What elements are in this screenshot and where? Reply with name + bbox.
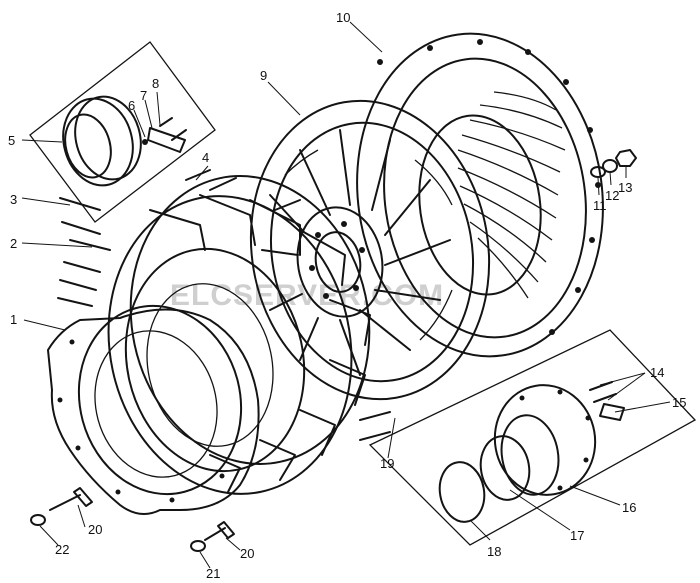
detail-box-14-18 [368, 329, 697, 546]
callout-4: 4 [202, 150, 209, 165]
callout-2: 2 [10, 236, 17, 251]
callout-9: 9 [260, 68, 267, 83]
callout-1: 1 [10, 312, 17, 327]
callout-labels: 1 2 3 4 5 6 7 8 9 10 11 12 13 14 15 16 1… [8, 10, 686, 581]
callout-7: 7 [140, 88, 147, 103]
leader-lines [21, 21, 671, 569]
callout-12: 12 [605, 188, 619, 203]
callout-20-left: 20 [88, 522, 102, 537]
callout-8: 8 [152, 76, 159, 91]
callout-14: 14 [650, 365, 664, 380]
part-9-impeller [249, 99, 491, 401]
part-2-housing [57, 169, 391, 495]
callout-22: 22 [55, 542, 69, 557]
callout-18: 18 [487, 544, 501, 559]
callout-15: 15 [672, 395, 686, 410]
callout-19: 19 [380, 456, 394, 471]
part-1-gasket-cover [47, 304, 260, 515]
callout-21: 21 [206, 566, 220, 581]
callout-10: 10 [336, 10, 350, 25]
callout-16: 16 [622, 500, 636, 515]
callout-5: 5 [8, 133, 15, 148]
parts-20-22-bolts [30, 487, 235, 552]
callout-6: 6 [128, 98, 135, 113]
callout-17: 17 [570, 528, 584, 543]
callout-11: 11 [593, 198, 607, 213]
callout-13: 13 [618, 180, 632, 195]
detail-box-5-8 [29, 41, 216, 223]
callout-3: 3 [10, 192, 17, 207]
callout-20-bottom: 20 [240, 546, 254, 561]
part-10-turbine-wheel [356, 32, 604, 358]
